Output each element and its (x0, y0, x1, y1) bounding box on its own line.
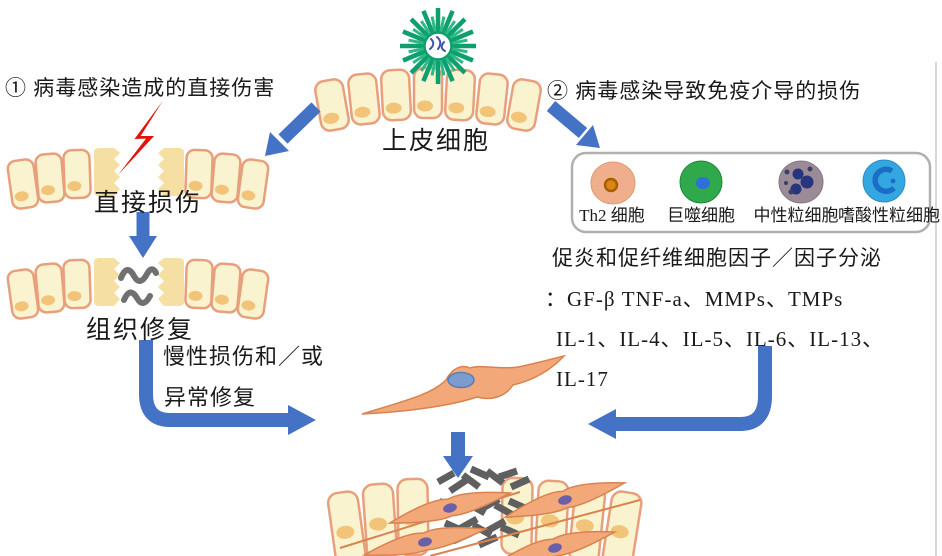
repair-squiggle-icon (118, 266, 159, 306)
label-th2-cell: Th2 细胞 (579, 206, 645, 225)
lightning-bolt-icon (117, 100, 163, 176)
title-immune-damage: ② 病毒感染导致免疫介导的损伤 (547, 79, 862, 103)
th2-cell-icon (590, 161, 636, 205)
epithelial-row-repair (5, 258, 271, 321)
label-tissue-repair: 组织修复 (86, 317, 195, 344)
cytokine-text-line2: ：GF-β TNF-a、MMPs、TMPs (545, 287, 844, 311)
epithelial-row-top (312, 66, 544, 134)
arrow-chronic-to-fibroblast (139, 340, 316, 435)
cytokine-text-line1: 促炎和促纤维细胞因子／因子分泌 (552, 246, 882, 270)
neutrophil-icon (778, 160, 824, 204)
fibroblast-nucleus (447, 371, 475, 389)
label-epithelium: 上皮细胞 (382, 128, 491, 155)
macrophage-icon (679, 160, 723, 204)
immune-cell-panel (570, 151, 932, 234)
arrow-top-left (265, 102, 321, 156)
label-direct-damage: 直接损伤 (94, 190, 203, 217)
label-neutrophil: 中性粒细胞 (753, 206, 839, 225)
arrow-damage-to-repair (129, 212, 157, 258)
label-macrophage: 巨噬细胞 (667, 206, 735, 225)
arrow-cytokines-to-fibroblast (588, 346, 772, 439)
label-chronic-damage-line2: 异常修复 (164, 385, 257, 410)
label-eosinophil: 嗜酸性粒细胞 (838, 206, 940, 225)
eosinophil-icon (862, 159, 906, 203)
title-direct-damage: ① 病毒感染造成的直接伤害 (5, 76, 276, 100)
cytokine-text-line3: IL-1、IL-4、IL-5、IL-6、IL-13、 (556, 327, 885, 351)
arrow-top-right (546, 101, 600, 148)
fibroblast-cluster (339, 472, 641, 556)
cytokine-text-line4: IL-17 (556, 367, 609, 391)
arrow-fibroblast-to-fibrosis (443, 432, 473, 478)
label-chronic-damage-line1: 慢性损伤和／或 (163, 344, 325, 369)
virus-icon (400, 8, 476, 84)
fibroblast (361, 354, 567, 415)
